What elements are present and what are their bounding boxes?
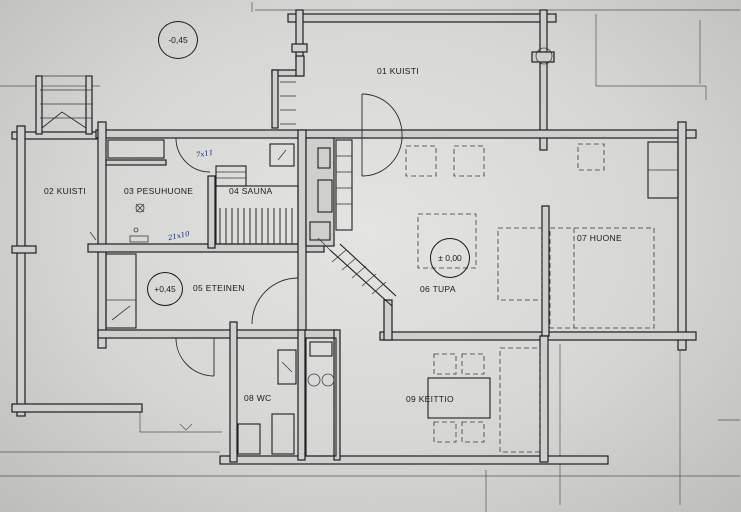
level-value-floor: ± 0,00 — [438, 253, 462, 263]
room-label-huone: 07 HUONE — [577, 233, 622, 243]
kitchen-furniture — [305, 337, 541, 457]
doors — [89, 93, 403, 377]
porch-steps — [335, 139, 353, 231]
level-marker-entrance: +0,45 — [147, 272, 183, 306]
stair — [317, 237, 397, 307]
level-marker-floor: ± 0,00 — [430, 238, 470, 278]
room-label-wc: 08 WC — [244, 393, 272, 403]
room-label-keittio: 09 KEITTIO — [406, 394, 454, 404]
room-label-eteinen: 05 ETEINEN — [193, 283, 245, 293]
pesuhuone-fixtures — [129, 203, 149, 243]
huone-furniture — [549, 141, 679, 329]
room-label-pesuhuone: 03 PESUHUONE — [124, 186, 194, 196]
level-marker-porch: -0,45 — [158, 21, 198, 59]
room-label-tupa: 06 TUPA — [420, 284, 456, 294]
wc-fixtures — [237, 349, 297, 455]
room-label-sauna: 04 SAUNA — [229, 186, 273, 196]
level-value-porch: -0,45 — [168, 35, 188, 45]
room-label-kuisti-02: 02 KUISTI — [44, 186, 86, 196]
sauna-benches — [107, 139, 299, 245]
room-label-kuisti-01: 01 KUISTI — [377, 66, 419, 76]
walls — [87, 121, 697, 465]
porch-frame-top — [271, 9, 557, 151]
level-value-entrance: +0,45 — [154, 284, 176, 294]
